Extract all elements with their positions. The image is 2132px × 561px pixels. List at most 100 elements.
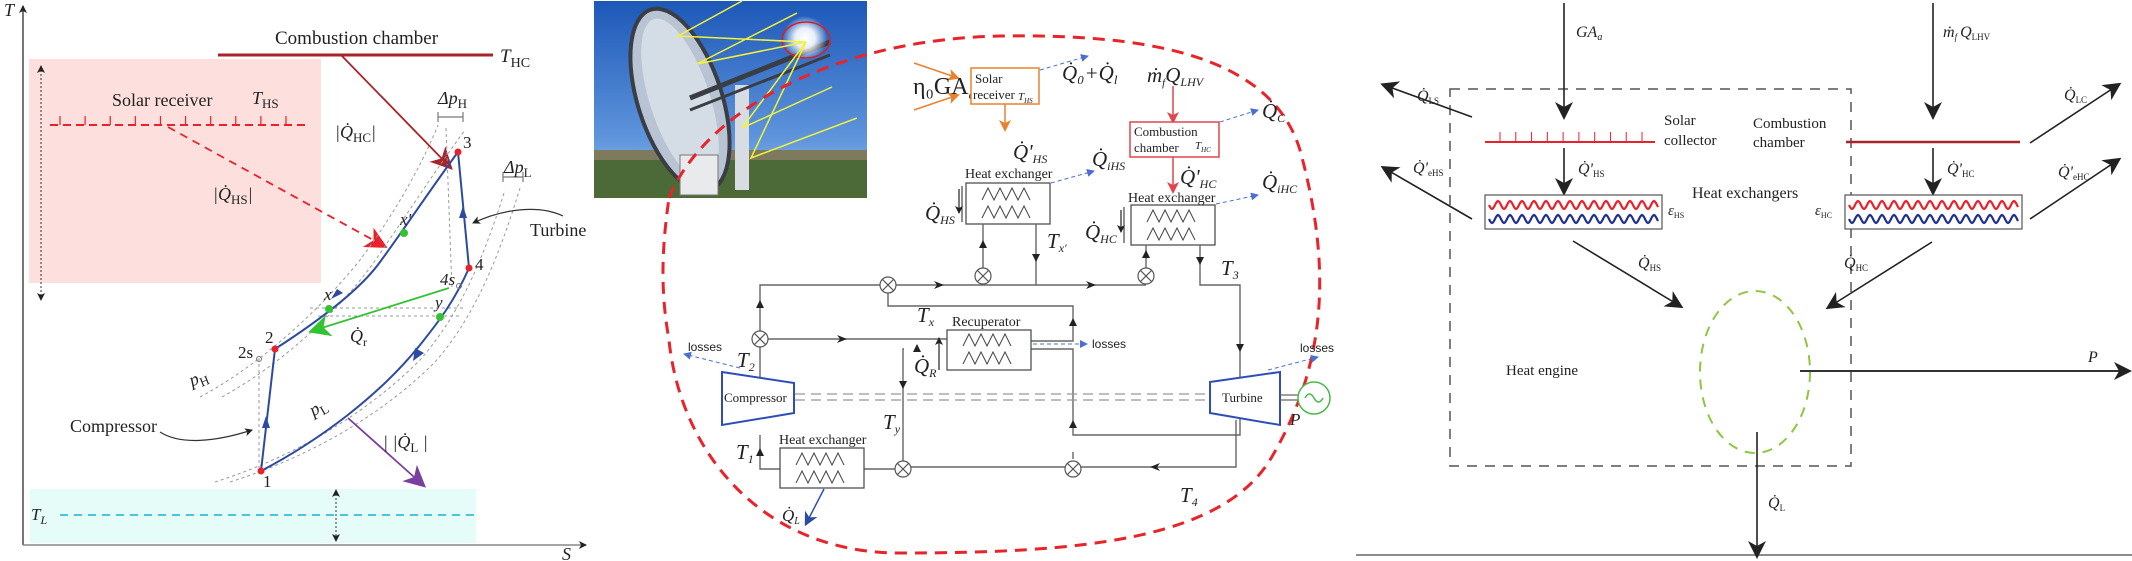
q-hs-prime-label: Q̇'HS (1578, 160, 1605, 179)
q-hc-label: Q̇HC (1085, 220, 1118, 246)
p-l-label: pL (304, 394, 332, 423)
flow-direction-arrows (756, 240, 1244, 471)
state-point-1 (257, 467, 265, 475)
q-ihs-label: Q̇iHS (1092, 147, 1125, 173)
combustion-chamber-box (1129, 121, 1220, 158)
solar-heat-exchanger (1484, 194, 1663, 230)
cycle-direction-arrow (331, 289, 343, 299)
solar-receiver-line (50, 116, 306, 126)
t-axis-label: T (4, 0, 16, 20)
s-axis-label: S (562, 544, 571, 561)
generator-wave-icon (1304, 393, 1324, 403)
q-r-label: Q̇R (914, 354, 937, 380)
t-hs-label: THS (252, 88, 279, 111)
point-label-1: 1 (263, 472, 272, 491)
solar-receiver-label-1: Solar (975, 71, 1003, 86)
state-point-4 (465, 264, 473, 272)
hx-cooler-label: Heat exchanger (779, 433, 867, 448)
recuperator: Recuperator (946, 315, 1032, 371)
turbine-label: Turbine (1222, 390, 1263, 405)
solar-to-engine-arrow (1572, 240, 1684, 309)
heat-exchanger-wave (1488, 213, 1659, 225)
q-l-label: Q̇L (782, 506, 800, 527)
hx-solar-loss-arrow (1050, 169, 1095, 184)
q-hs-label: |Q̇HS| (213, 183, 253, 207)
combustion-heat-exchanger: Heat exchanger (1128, 191, 1216, 246)
chamber-t-hc-label: THC (1195, 140, 1211, 154)
combustion-to-engine-arrow (1825, 241, 1933, 310)
state-point-x-prime (400, 229, 408, 237)
hx-combustion-loss-arrow (1215, 192, 1259, 205)
state-point-y (436, 313, 444, 321)
q-hs-prime-label: Q̇'HS (1013, 140, 1047, 166)
regeneration-heat-arrow (308, 287, 450, 337)
combustion-heat-arrow (341, 55, 453, 170)
q-hs-label: Q̇HS (1638, 254, 1661, 273)
cycle-direction-arrow (459, 206, 467, 218)
t-3-label: T3 (1221, 256, 1239, 282)
q-hs-label: Q̇HS (925, 201, 955, 227)
point-label-2: 2 (265, 328, 274, 347)
point-label-y: y (433, 293, 443, 312)
t-hc-label: THC (500, 46, 530, 71)
point-label-3: 3 (463, 133, 472, 152)
isobar-lines (199, 124, 521, 483)
dp-h-label: ΔpH (437, 88, 467, 111)
piping-network (759, 224, 1241, 475)
q-ehc-label: Q̇'eHC (2058, 163, 2089, 182)
point-label-2s: 2s (238, 343, 253, 362)
q-hc-prime-label: Q̇'HC (1180, 165, 1217, 191)
dp-l-label: ΔpL (503, 157, 532, 180)
combustion-loss-arrow (2029, 82, 2122, 144)
t-1-label: T1 (736, 440, 754, 466)
ga-label: GAa (1576, 24, 1602, 43)
mixing-valves (751, 267, 1155, 478)
eps-hs-label: εHS (1668, 203, 1684, 220)
eps-hc-label: εHC (1815, 203, 1832, 220)
solar-input-arrow (913, 92, 960, 111)
system-boundary (661, 34, 1322, 555)
state-point-4s (456, 283, 462, 289)
state-point-x (325, 305, 333, 313)
power-label: P (1289, 410, 1300, 429)
q-lc-label: Q̇LC (2064, 86, 2087, 105)
delta-p-markers (437, 112, 524, 182)
rejected-heat-arrow (347, 417, 426, 488)
t-x-prime-label: Tx' (1047, 229, 1067, 255)
ambient-temperature-zone (30, 489, 476, 543)
point-label-x: x (323, 285, 332, 304)
control-volume-boundary (1449, 88, 1852, 467)
compressor-losses-label: losses (688, 340, 722, 354)
solar-collector-label-1: Solar (1664, 113, 1696, 129)
cycle-direction-arrow (413, 348, 424, 361)
shaft (795, 393, 1210, 401)
p-h-label: pH (184, 365, 212, 394)
recuperator-label: Recuperator (952, 315, 1021, 330)
power-label: P (2087, 349, 2098, 366)
t-4-label: T4 (1180, 483, 1198, 509)
combustion-label-1: Combustion (1753, 116, 1827, 132)
q-c-label: Q̇C (1262, 99, 1286, 125)
point-label-4: 4 (475, 255, 484, 274)
combustion-heat-exchanger (1844, 194, 2023, 230)
q-l-label: Q̇L (1768, 494, 1785, 513)
hx-solar-label: Heat exchanger (965, 167, 1053, 182)
combustion-chamber-label: Combustion chamber (275, 28, 439, 49)
cycle-direction-arrow (262, 416, 270, 428)
cooler-heat-arrow (804, 488, 825, 527)
solar-collector-symbol (1485, 132, 1655, 143)
t-2-label: T2 (737, 348, 755, 374)
heat-exchanger-wave (1848, 199, 2019, 211)
turbine-label: Turbine (530, 220, 586, 240)
combustion-label-2: chamber (1134, 140, 1179, 155)
recuperator-losses-label: losses (1092, 337, 1126, 351)
combustion-label-2: chamber (1753, 135, 1805, 151)
heat-exchangers-label: Heat exchangers (1692, 185, 1798, 202)
solar-collector-label-2: collector (1664, 133, 1716, 149)
system-schematic-panel: η₀GAa Solar receiver THS Q̇₀+Q̇l Q̇'HS ṁ… (594, 0, 1334, 555)
solar-input-arrow (913, 62, 960, 81)
turbine-losses-label: losses (1300, 341, 1334, 355)
heat-exchanger-wave (1488, 199, 1659, 211)
